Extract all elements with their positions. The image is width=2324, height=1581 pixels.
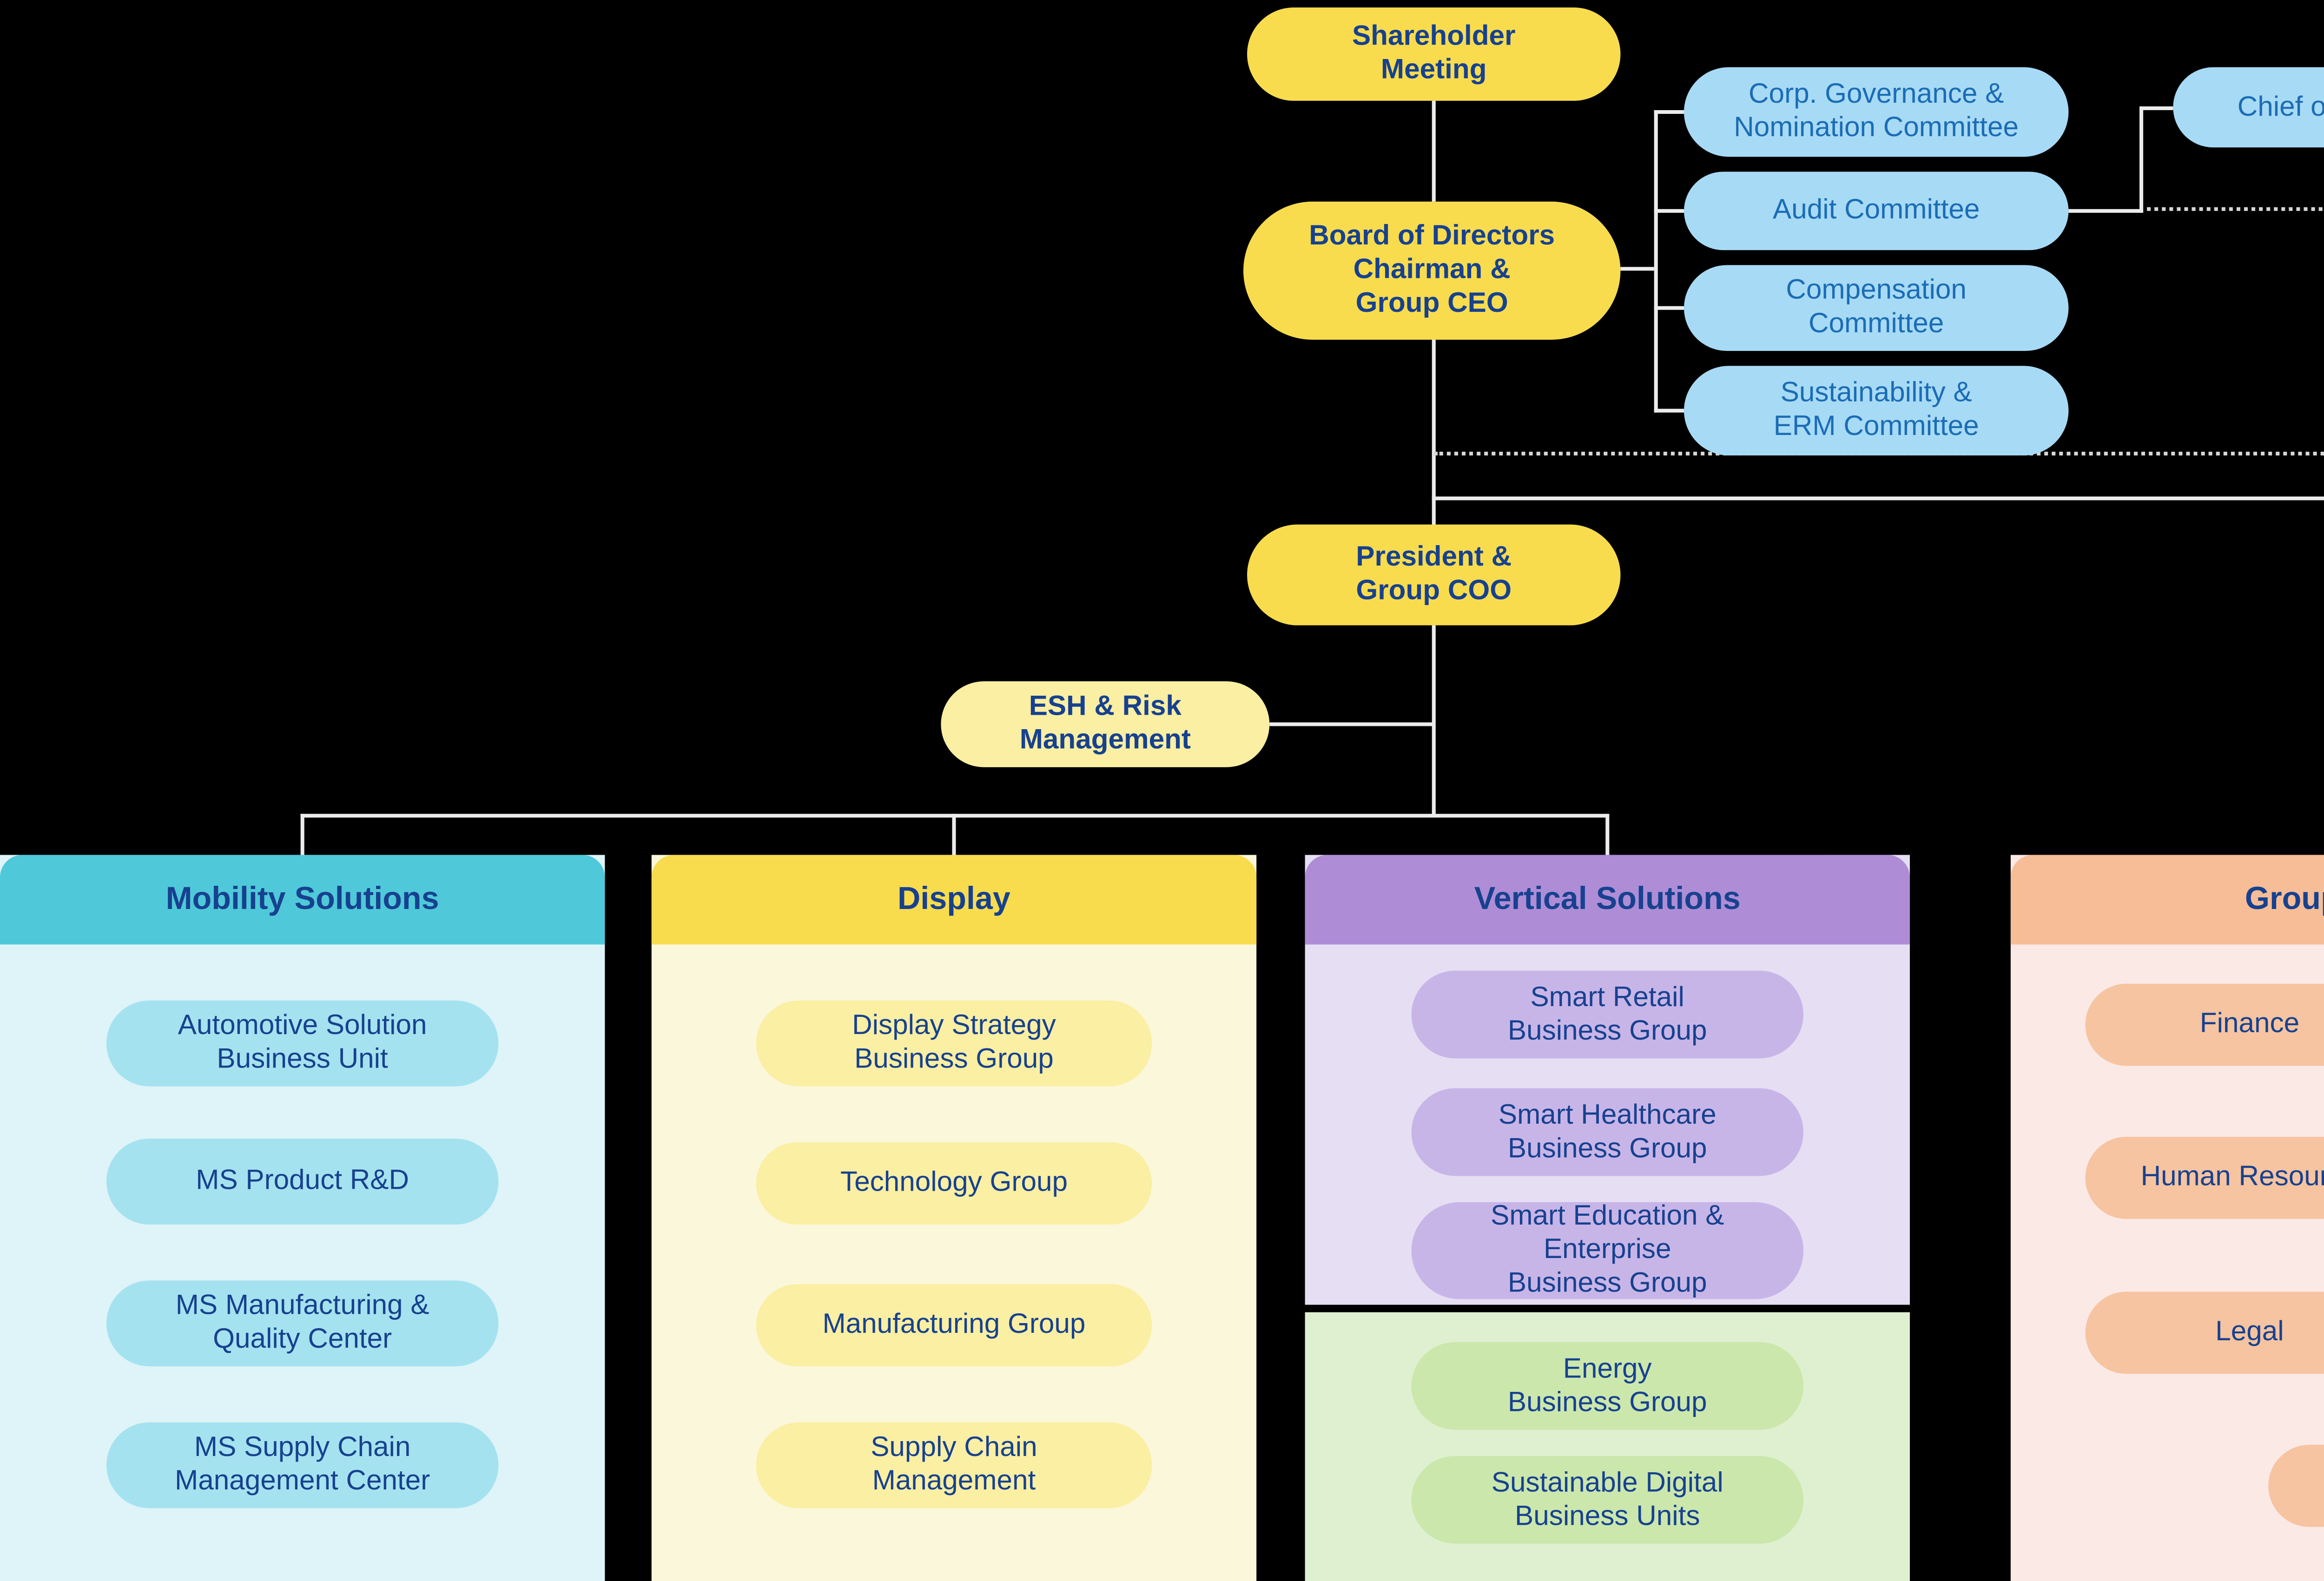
- node-legal: Legal: [2085, 1291, 2324, 1374]
- dotted-audit-right: [2147, 207, 2324, 211]
- node-display-strategy-group: Display Strategy Business Group: [756, 1000, 1152, 1087]
- connector-vertical-drop: [1605, 814, 1610, 855]
- node-manufacturing-group: Manufacturing Group: [756, 1284, 1152, 1367]
- node-auditing: Auditing: [2268, 1444, 2324, 1527]
- node-ms-product-rd: MS Product R&D: [106, 1139, 499, 1225]
- connector-committee-4: [1654, 408, 1684, 413]
- column-vertical-solutions: Vertical Solutions Smart Retail Business…: [1305, 855, 1910, 1305]
- node-chief-of-compliance: Chief of Compliance: [2173, 67, 2324, 148]
- column-header-vertical-solutions: Vertical Solutions: [1305, 855, 1910, 945]
- column-display: Display Display Strategy Business Group …: [651, 855, 1257, 1581]
- node-compensation-committee: Compensation Committee: [1684, 265, 2069, 351]
- node-governance-nomination-committee: Corp. Governance & Nomination Committee: [1684, 67, 2069, 157]
- node-ms-manufacturing-quality: MS Manufacturing & Quality Center: [106, 1280, 499, 1367]
- node-shareholder-meeting: Shareholder Meeting: [1247, 7, 1621, 101]
- node-audit-committee: Audit Committee: [1684, 171, 2069, 250]
- connector-audit-elbow: [2068, 209, 2144, 213]
- column-group-infrastructure: Group Infrastructure Unit Finance Digita…: [2010, 855, 2324, 1581]
- node-sustainable-digital-units: Sustainable Digital Business Units: [1411, 1456, 1804, 1544]
- node-supply-chain-management: Supply Chain Management: [756, 1422, 1152, 1509]
- node-human-resource: Human Resource: [2085, 1137, 2324, 1219]
- node-board-of-directors: Board of Directors Chairman & Group CEO: [1243, 201, 1621, 340]
- section-green-business: Energy Business Group Sustainable Digita…: [1305, 1312, 1910, 1581]
- connector-committee-2: [1654, 209, 1684, 213]
- node-energy-business-group: Energy Business Group: [1411, 1342, 1804, 1430]
- connector-board-committees: [1620, 267, 1654, 271]
- connector-shareholder-board: [1432, 100, 1436, 202]
- column-header-display: Display: [651, 855, 1257, 945]
- node-smart-retail-group: Smart Retail Business Group: [1411, 970, 1804, 1059]
- node-ms-supply-chain: MS Supply Chain Management Center: [106, 1422, 499, 1509]
- connector-esh: [1269, 722, 1434, 726]
- node-smart-education-enterprise-group: Smart Education & Enterprise Business Gr…: [1411, 1200, 1804, 1299]
- node-esh-risk-management: ESH & Risk Management: [941, 681, 1270, 767]
- connector-display-drop: [952, 814, 956, 855]
- connector-committee-1: [1654, 110, 1684, 114]
- connector-elbow-chief: [2139, 106, 2173, 110]
- connector-infrastructure-branch: [1432, 496, 2324, 501]
- connector-committee-3: [1654, 306, 1684, 310]
- node-smart-healthcare-group: Smart Healthcare Business Group: [1411, 1088, 1804, 1176]
- node-president-coo: President & Group COO: [1247, 524, 1621, 626]
- node-technology-group: Technology Group: [756, 1142, 1152, 1225]
- column-header-mobility-solutions: Mobility Solutions: [0, 855, 605, 945]
- column-header-group-infrastructure: Group Infrastructure Unit: [2010, 855, 2324, 945]
- node-sustainability-erm-committee: Sustainability & ERM Committee: [1684, 366, 2069, 456]
- connector-committee-spine: [1654, 110, 1658, 413]
- node-finance: Finance: [2085, 983, 2324, 1066]
- connector-board-president: [1432, 340, 1436, 527]
- connector-mobility-drop: [300, 814, 304, 855]
- connector-president-down: [1432, 625, 1436, 816]
- node-automotive-solution-bu: Automotive Solution Business Unit: [106, 1000, 499, 1087]
- connector-elbow-vertical: [2139, 106, 2144, 213]
- column-mobility-solutions: Mobility Solutions Automotive Solution B…: [0, 855, 605, 1581]
